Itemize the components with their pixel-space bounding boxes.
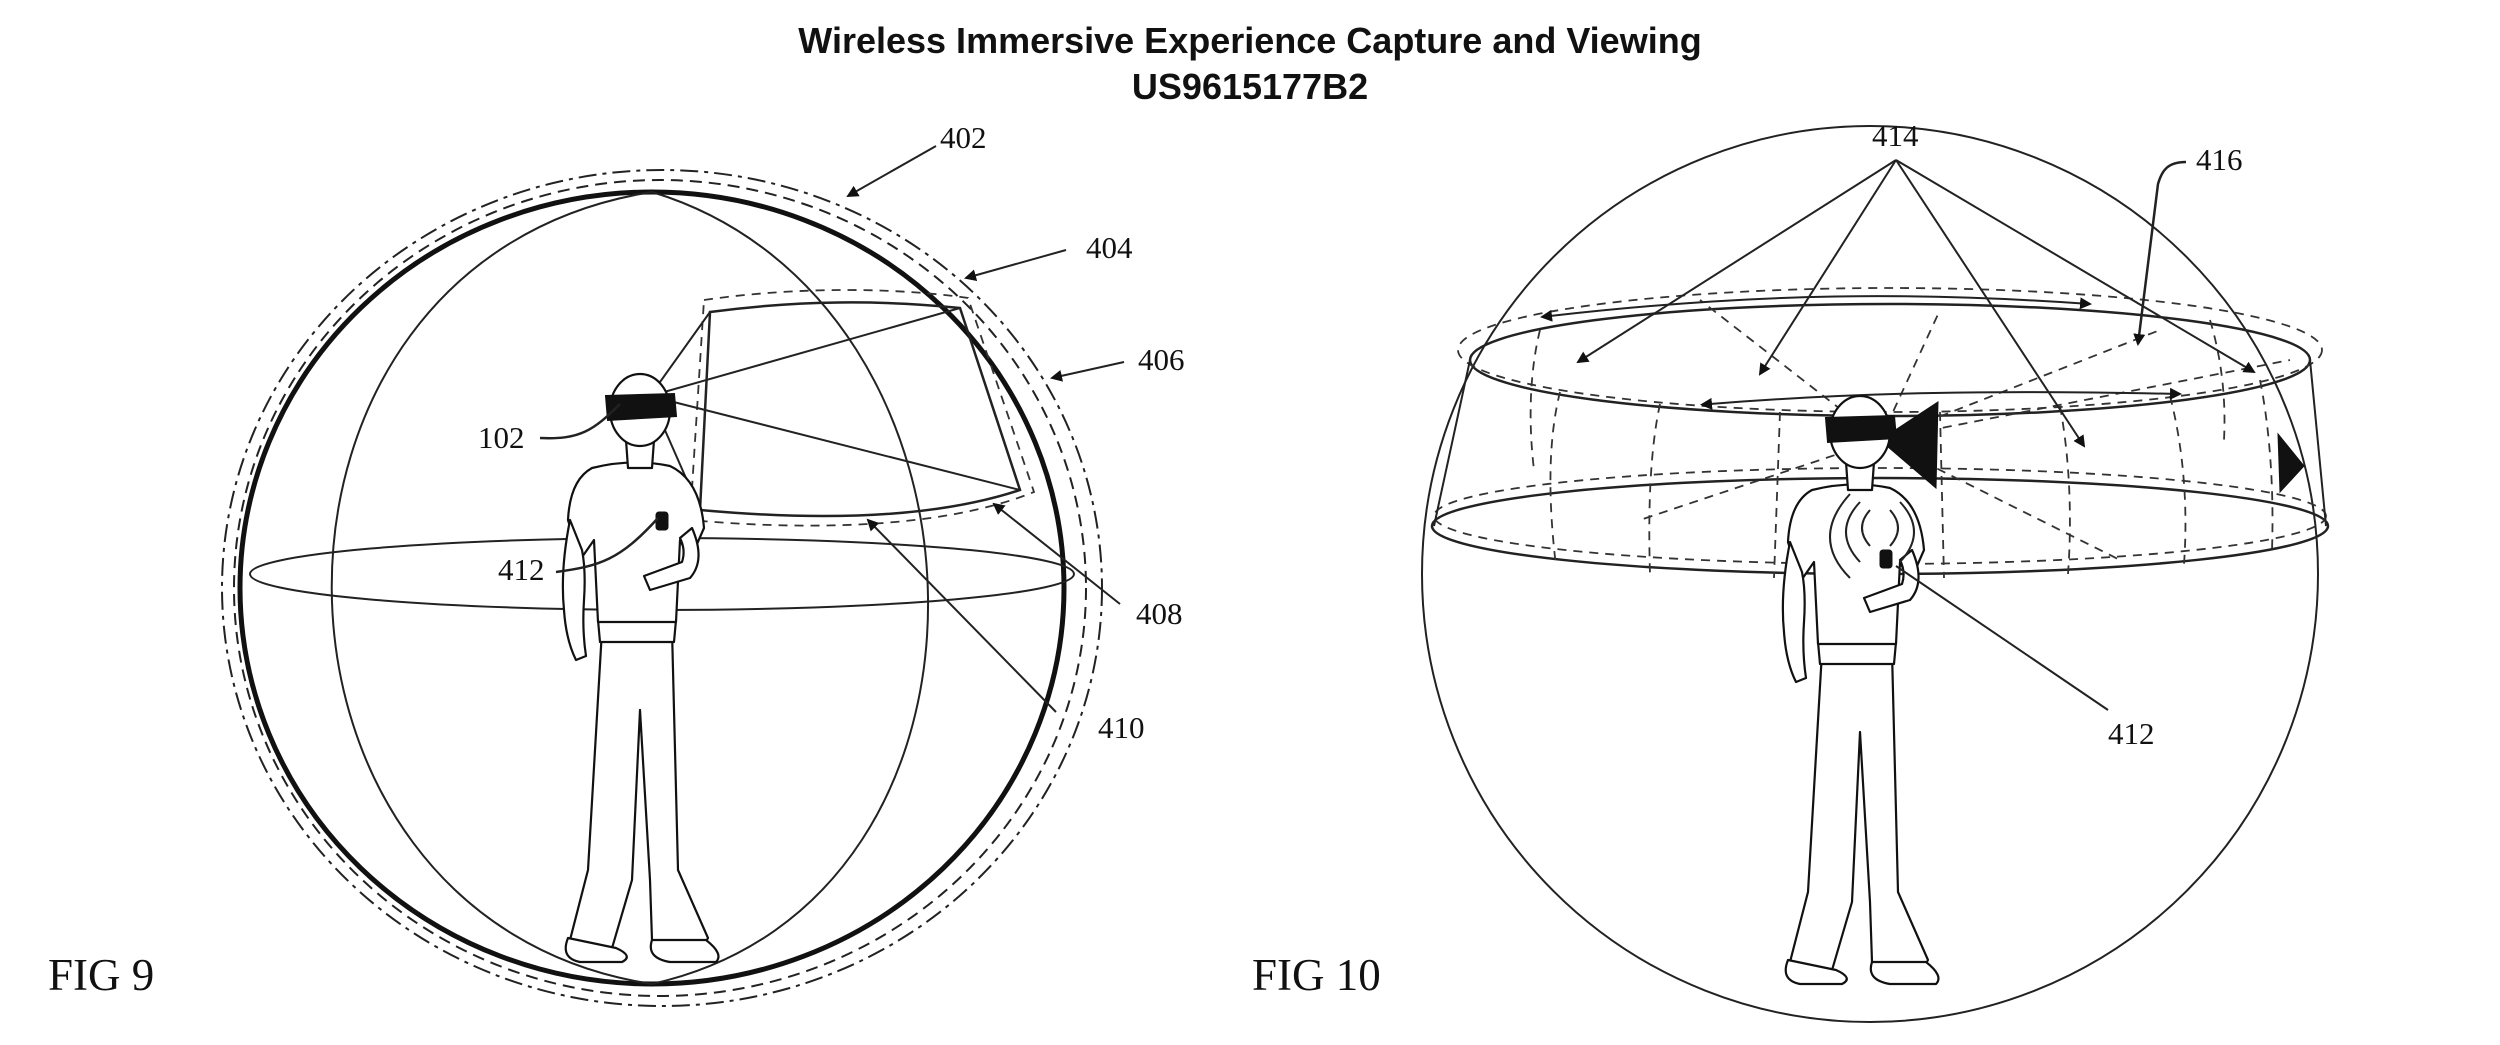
fig10-projection-lines [1639,299,2291,561]
label-410: 410 [1098,710,1145,745]
fig10-caption: FIG 10 [1252,950,1381,1000]
fig9-sphere-outer-dashdot [221,169,1103,1007]
label-412-fig10: 412 [2108,716,2155,751]
fig9-diagram: 402 404 406 102 412 408 410 FIG 9 [48,120,1185,1007]
label-414: 414 [1872,118,1919,153]
fig10-panel-lines [1529,319,2274,579]
fig10-rotation-arrow-middle [1700,387,2182,410]
fig10-sphere [1421,125,2319,1023]
fig10-band-top [1468,302,2312,418]
patent-number: US9615177B2 [1131,66,1369,107]
label-406: 406 [1138,342,1185,377]
fig9-meridian [330,191,653,985]
page-header: Wireless Immersive Experience Capture an… [0,18,2500,110]
label-404: 404 [1086,230,1133,265]
fig10-band-sides [1433,359,2327,527]
fig10-band-top-dashed [1457,287,2323,413]
fig9-handheld-device [655,511,669,531]
fig9-frustum-lines [649,307,1021,511]
fig9-view-patch-dashed [689,289,1036,527]
label-102: 102 [478,420,525,455]
patent-title: Wireless Immersive Experience Capture an… [798,20,1702,61]
fig10-person [1781,394,1940,986]
label-412: 412 [498,552,545,587]
fig9-view-patch [698,301,1022,518]
label-416: 416 [2196,142,2243,177]
fig10-view-direction-triangle [1879,401,1939,490]
fig10-handheld-device [1879,549,1893,569]
fig10-side-triangle [2277,432,2305,494]
fig9-caption: FIG 9 [48,950,154,1000]
fig10-diagram: 414 416 412 FIG 10 [1252,118,2330,1023]
fig9-sphere-dashed [233,179,1087,997]
fig10-rotation-arrow-top [1540,295,2092,322]
fig10-wireless-waves [1829,493,1915,579]
fig9-person [561,372,720,964]
label-402: 402 [940,120,987,155]
fig9-meridian-right [651,191,930,985]
label-408: 408 [1136,596,1183,631]
